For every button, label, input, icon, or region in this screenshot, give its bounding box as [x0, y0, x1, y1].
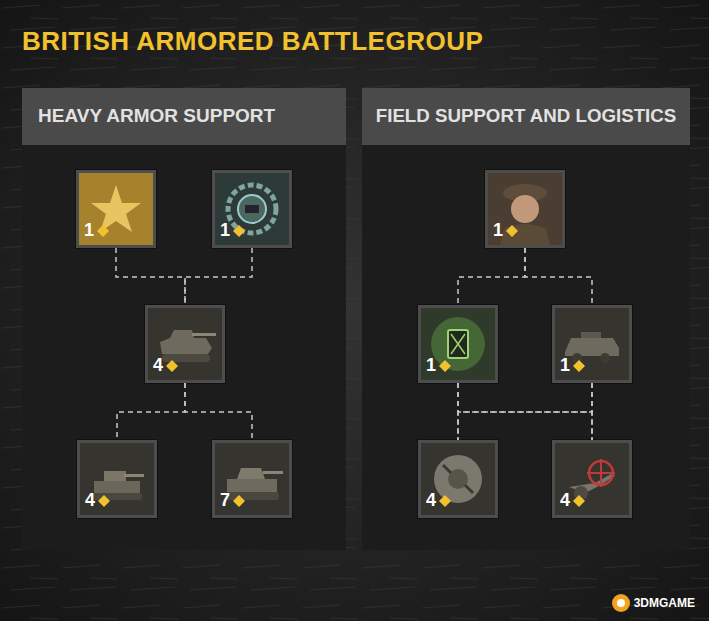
cost-number: 4: [426, 490, 436, 510]
cost-number: 1: [84, 220, 94, 240]
panel-header: FIELD SUPPORT AND LOGISTICS: [362, 88, 690, 145]
cost-number: 1: [426, 355, 436, 375]
upgrade-tile: 4: [552, 440, 632, 518]
upgrade-tile: 1: [418, 305, 498, 383]
upgrade-tile: 7: [212, 440, 292, 518]
cost-number: 1: [493, 220, 503, 240]
battlegroup-title: BRITISH ARMORED BATTLEGROUP: [22, 26, 483, 57]
upgrade-tile: 1: [485, 170, 565, 248]
tree-panel: FIELD SUPPORT AND LOGISTICS 1 1 1 4 4: [362, 88, 690, 550]
panel-heading: HEAVY ARMOR SUPPORT: [38, 105, 275, 127]
cost-number: 4: [153, 355, 163, 375]
cost-number: 1: [560, 355, 570, 375]
cost-diamond: [438, 494, 452, 508]
upgrade-tile: 1: [212, 170, 292, 248]
cost-diamond: [572, 494, 586, 508]
cost-diamond: [572, 359, 586, 373]
watermark-logo: [611, 593, 631, 613]
upgrade-tile: 4: [418, 440, 498, 518]
cost-diamond: [232, 224, 246, 238]
cost-number: 4: [560, 490, 570, 510]
cost-number: 7: [220, 490, 230, 510]
cost-diamond: [438, 359, 452, 373]
panel-heading: FIELD SUPPORT AND LOGISTICS: [376, 105, 676, 127]
cost-number: 1: [220, 220, 230, 240]
upgrade-tile: 1: [552, 305, 632, 383]
cost-diamond: [232, 494, 246, 508]
upgrade-tile: 1: [76, 170, 156, 248]
upgrade-tile: 4: [77, 440, 157, 518]
cost-diamond: [96, 224, 110, 238]
tree-panel: HEAVY ARMOR SUPPORT 1 1 4 4 7: [22, 88, 346, 550]
cost-number: 4: [85, 490, 95, 510]
panel-header: HEAVY ARMOR SUPPORT: [22, 88, 346, 145]
watermark: 3DMGAME: [611, 593, 695, 613]
upgrade-tile: 4: [145, 305, 225, 383]
cost-diamond: [165, 359, 179, 373]
watermark-text: 3DMGAME: [634, 596, 695, 610]
cost-diamond: [505, 224, 519, 238]
cost-diamond: [97, 494, 111, 508]
